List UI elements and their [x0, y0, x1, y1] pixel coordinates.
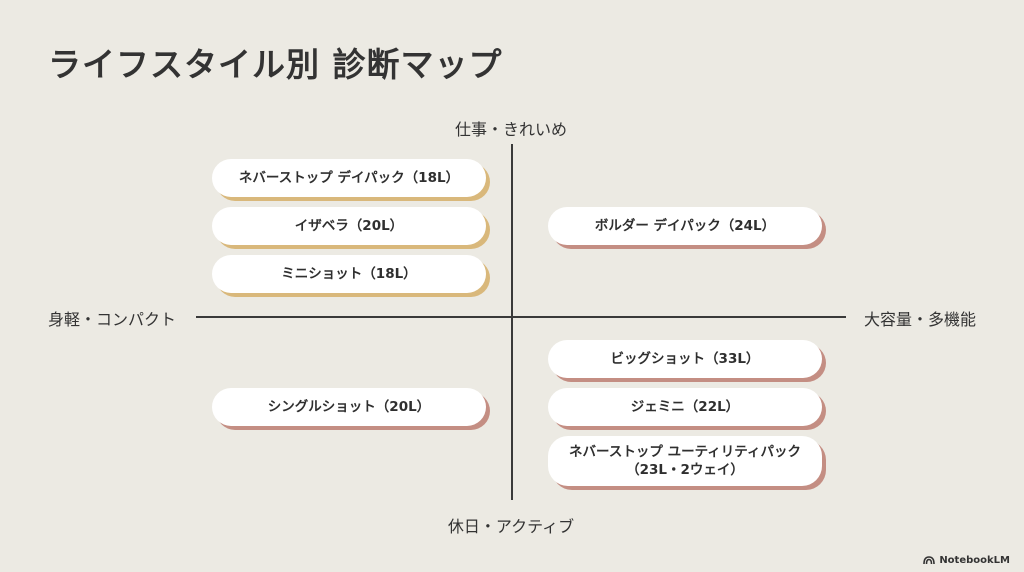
product-pill-singleshot: シングルショット（20L）	[212, 388, 486, 426]
axis-label-right: 大容量・多機能	[863, 310, 976, 329]
product-label: ジェミニ（22L）	[630, 398, 740, 415]
product-pill-minishot: ミニショット（18L）	[212, 255, 486, 293]
product-label: イザベラ（20L）	[294, 217, 404, 234]
product-label: ネバーストップ ユーティリティパック （23L・2ウェイ）	[569, 443, 801, 478]
product-pill-isabella: イザベラ（20L）	[212, 207, 486, 245]
product-label: シングルショット（20L）	[267, 398, 431, 415]
product-pill-bigshot: ビッグショット（33L）	[548, 340, 822, 378]
product-pill-boulder-daypack: ボルダー デイパック（24L）	[548, 207, 822, 245]
product-label: ネバーストップ デイパック（18L）	[238, 169, 460, 186]
vertical-axis	[511, 144, 513, 500]
notebooklm-watermark: NotebookLM	[923, 555, 1010, 566]
product-label: ミニショット（18L）	[281, 265, 417, 282]
product-pill-neverstop-daypack: ネバーストップ デイパック（18L）	[212, 159, 486, 197]
axis-label-left: 身軽・コンパクト	[48, 310, 177, 329]
notebooklm-logo-icon	[923, 556, 936, 565]
horizontal-axis	[196, 316, 846, 318]
axis-label-top: 仕事・きれいめ	[454, 120, 568, 139]
product-pill-gemini: ジェミニ（22L）	[548, 388, 822, 426]
product-pill-neverstop-utility: ネバーストップ ユーティリティパック （23L・2ウェイ）	[548, 436, 822, 486]
product-label: ボルダー デイパック（24L）	[594, 217, 776, 234]
product-label: ビッグショット（33L）	[610, 350, 760, 367]
axis-label-bottom: 休日・アクティブ	[447, 517, 575, 536]
page-title: ライフスタイル別 診断マップ	[48, 45, 503, 84]
watermark-text: NotebookLM	[939, 555, 1010, 566]
